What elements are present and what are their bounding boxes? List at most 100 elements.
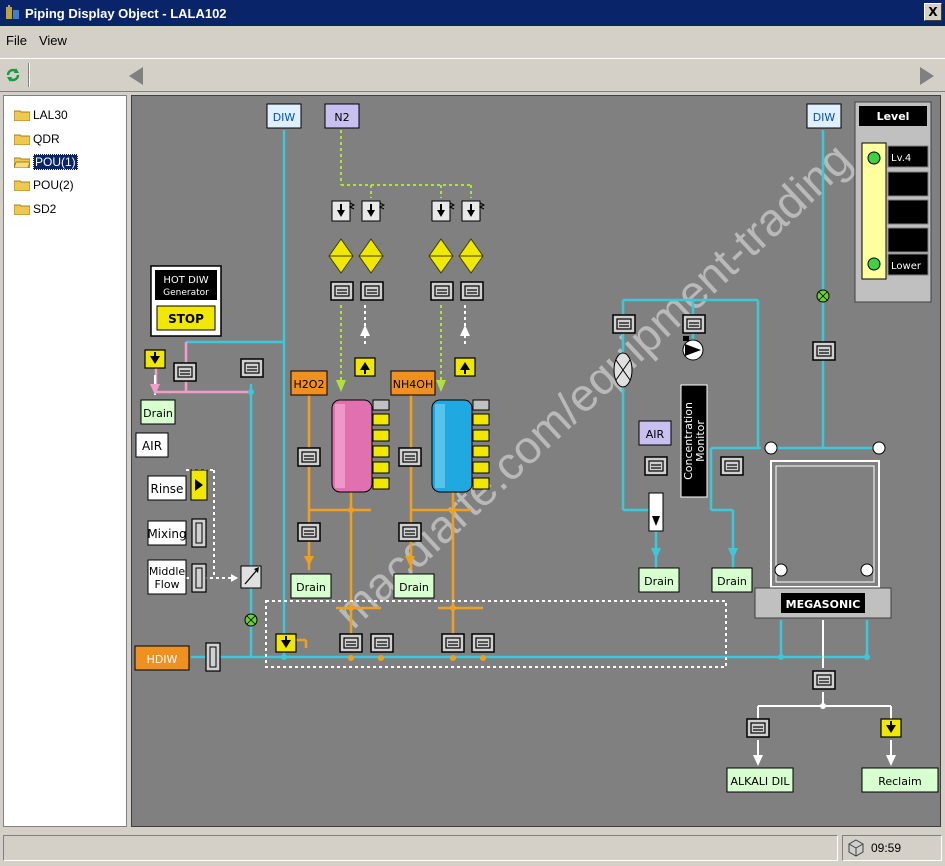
status-time: 09:59 xyxy=(871,841,902,855)
reclaim-outlet[interactable]: Reclaim xyxy=(861,767,939,793)
valve-h2o2-vent[interactable] xyxy=(354,357,376,377)
menu-bar: File View xyxy=(0,27,945,53)
svg-text:ALKALI DIL: ALKALI DIL xyxy=(731,775,791,788)
valve-nh4oh-1[interactable] xyxy=(398,447,422,467)
svg-text:HDIW: HDIW xyxy=(147,653,178,666)
valve-recirc-1[interactable] xyxy=(612,314,636,334)
pipes-lime-dotted xyxy=(340,130,472,385)
air-left-source[interactable]: AIR xyxy=(135,432,169,458)
drain-2[interactable]: Drain xyxy=(290,573,332,599)
alkali-dil-outlet[interactable]: ALKALI DIL xyxy=(726,767,794,793)
flow-indicator-right xyxy=(816,289,830,303)
pipes-cyan xyxy=(186,130,879,659)
h2o2-source[interactable]: H2O2 xyxy=(290,370,328,396)
folder-icon xyxy=(14,204,30,215)
middle-flow-valve[interactable]: Middle Flow xyxy=(147,559,207,595)
svg-text:H2O2: H2O2 xyxy=(294,378,325,391)
nh4oh-tank[interactable] xyxy=(431,399,473,493)
refresh-icon[interactable] xyxy=(4,66,22,84)
check-valve[interactable] xyxy=(648,492,664,532)
valve-mix-1[interactable] xyxy=(339,633,363,653)
piping-diagram: macdiarte.com/equipment-trading xyxy=(131,95,941,827)
air-mid-source[interactable]: AIR xyxy=(638,420,672,446)
valve-nh4oh-drain[interactable] xyxy=(398,522,422,542)
valve-nh4oh-vent[interactable] xyxy=(454,357,476,377)
diw-left-source[interactable]: DIW xyxy=(266,103,302,129)
drain-4[interactable]: Drain xyxy=(638,567,680,593)
regulator-2[interactable] xyxy=(361,200,385,222)
valve-diw-bypass[interactable] xyxy=(240,358,264,378)
folder-open-icon xyxy=(14,157,30,168)
valve-n2-1[interactable] xyxy=(330,281,354,301)
app-icon xyxy=(6,5,19,19)
vent-arrow-1 xyxy=(360,325,370,336)
drain-5[interactable]: Drain xyxy=(711,567,753,593)
orange-arrow-1 xyxy=(304,556,314,566)
junction-dot-white xyxy=(820,703,826,709)
rinse-valve[interactable]: Rinse xyxy=(147,469,208,501)
nav-forward-icon[interactable] xyxy=(920,67,934,85)
network-icon xyxy=(848,839,864,857)
n2-source[interactable]: N2 xyxy=(324,103,360,129)
needle-valve[interactable] xyxy=(231,565,262,589)
valve-generator-1[interactable] xyxy=(173,362,197,382)
h2o2-tank[interactable] xyxy=(331,399,373,493)
svg-text:Rinse: Rinse xyxy=(151,482,184,496)
hdiw-source[interactable]: HDIW xyxy=(134,645,190,671)
concentration-monitor[interactable]: Concentration Monitor xyxy=(680,384,708,498)
drain-1[interactable]: Drain xyxy=(140,399,176,425)
regulator-1[interactable] xyxy=(331,200,355,222)
close-button[interactable]: X xyxy=(924,3,942,21)
menu-file[interactable]: File xyxy=(6,32,27,48)
regulator-4[interactable] xyxy=(461,200,485,222)
valve-n2-4[interactable] xyxy=(460,281,484,301)
valve-n2-2[interactable] xyxy=(360,281,384,301)
level-top-label: Lv.4 xyxy=(891,153,911,164)
valve-reclaim[interactable] xyxy=(880,718,902,738)
valve-monitor-drain[interactable] xyxy=(720,456,744,476)
nh4oh-source[interactable]: NH4OH xyxy=(390,370,436,396)
nav-back-icon[interactable] xyxy=(129,67,143,85)
valve-h2o2-1[interactable] xyxy=(297,447,321,467)
level-bottom-label: Lower xyxy=(891,261,922,272)
valve-outlet-main[interactable] xyxy=(812,670,836,690)
toolbar xyxy=(0,58,945,92)
hot-diw-generator[interactable]: HOT DIW Generator STOP xyxy=(150,265,222,337)
valve-n2-3[interactable] xyxy=(430,281,454,301)
level-title: Level xyxy=(877,110,910,123)
drain-3[interactable]: Drain xyxy=(393,573,435,599)
svg-text:Concentration: Concentration xyxy=(682,402,695,480)
diw-right-source[interactable]: DIW xyxy=(806,103,842,129)
megasonic-unit[interactable]: MEGASONIC xyxy=(754,587,892,619)
valve-mix-3[interactable] xyxy=(441,633,465,653)
junction-dots xyxy=(248,389,870,660)
valve-hdiw-drain[interactable] xyxy=(275,633,297,653)
toolbar-separator xyxy=(28,63,30,87)
tree-item-qdr[interactable]: QDR xyxy=(14,130,60,148)
tree-item-sd2[interactable]: SD2 xyxy=(14,200,56,218)
regulator-3[interactable] xyxy=(431,200,455,222)
valve-mix-4[interactable] xyxy=(471,633,495,653)
flow-indicator-left xyxy=(244,613,258,627)
valve-recirc-2[interactable] xyxy=(682,314,706,334)
valve-mix-2[interactable] xyxy=(370,633,394,653)
vent-arrow-2 xyxy=(460,325,470,336)
mixing-valve[interactable]: Mixing xyxy=(147,518,207,548)
valve-air-mid[interactable] xyxy=(644,456,668,476)
generator-status: STOP xyxy=(168,312,204,326)
valve-h2o2-drain[interactable] xyxy=(297,522,321,542)
svg-text:HOT DIW: HOT DIW xyxy=(163,275,208,286)
menu-view[interactable]: View xyxy=(38,32,67,48)
tree-item-lal30[interactable]: LAL30 xyxy=(14,106,68,124)
svg-text:Drain: Drain xyxy=(399,581,429,594)
valve-diw-right[interactable] xyxy=(812,341,836,361)
valve-alkali[interactable] xyxy=(746,718,770,738)
valve-generator-drain[interactable] xyxy=(144,349,166,369)
process-tank[interactable] xyxy=(764,441,886,588)
folder-icon xyxy=(14,134,30,145)
svg-text:DIW: DIW xyxy=(273,111,296,124)
tree-item-pou1[interactable]: POU(1) xyxy=(14,153,78,171)
valve-hdiw[interactable] xyxy=(205,642,221,672)
tree-item-pou2[interactable]: POU(2) xyxy=(14,176,74,194)
svg-text:Reclaim: Reclaim xyxy=(878,775,922,788)
